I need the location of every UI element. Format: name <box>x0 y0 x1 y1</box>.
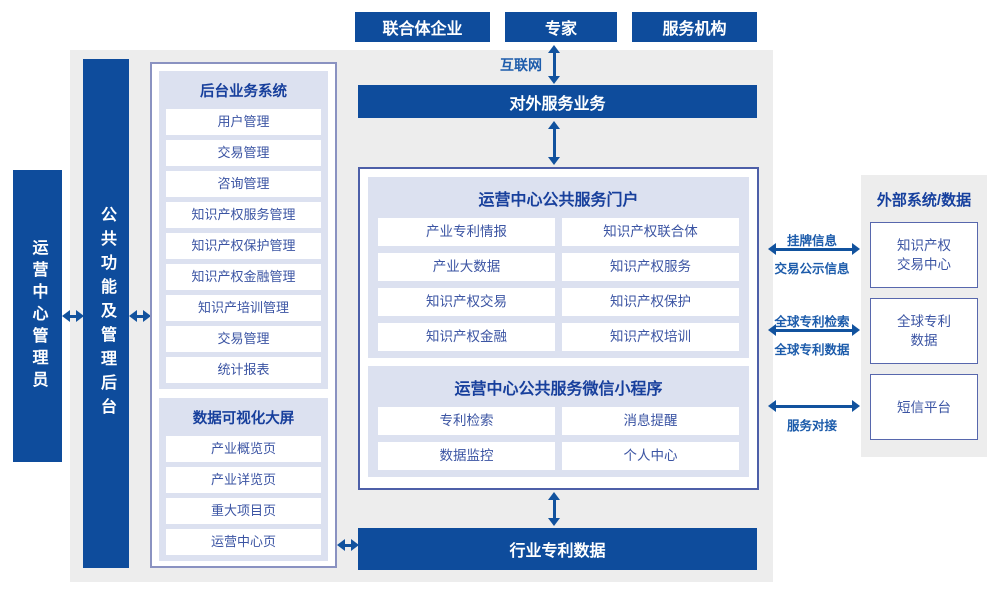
external-service-bar: 对外服务业务 <box>358 85 757 118</box>
actor-label: 联合体企业 <box>382 21 463 38</box>
portal-item: 知识产权服务 <box>562 253 739 281</box>
external-system-box-ip-trade-center: 知识产权 交易中心 <box>870 222 978 288</box>
actor-consortium-enterprises: 联合体企业 <box>355 12 490 42</box>
portal-item: 知识产权联合体 <box>562 218 739 246</box>
public-functions-label: 公共功能及管理后台 <box>98 205 115 422</box>
dataviz-item: 重大项目页 <box>166 498 321 524</box>
portal-item: 产业专利情报 <box>378 218 555 246</box>
backend-item: 咨询管理 <box>166 171 321 197</box>
industry-patent-data-label: 行业专利数据 <box>509 543 606 560</box>
actor-experts: 专家 <box>505 12 617 42</box>
external-systems-panel: 外部系统/数据 知识产权 交易中心 全球专利 数据 短信平台 <box>861 175 987 450</box>
portal-item: 知识产权金融 <box>378 323 555 351</box>
backend-item: 知识产权服务管理 <box>166 202 321 228</box>
miniprogram-item: 个人中心 <box>562 442 739 470</box>
actor-label: 专家 <box>544 21 577 38</box>
external-system-label: 交易中心 <box>897 257 951 272</box>
external-system-box-global-patent-data: 全球专利 数据 <box>870 298 978 364</box>
portal-container: 运营中心公共服务门户 产业专利情报 知识产权联合体 产业大数据 知识产权服务 知… <box>358 167 759 490</box>
dataviz-item: 运营中心页 <box>166 529 321 555</box>
backend-item: 统计报表 <box>166 357 321 383</box>
admin-role-label: 运营中心管理员 <box>29 239 47 393</box>
backend-item: 用户管理 <box>166 109 321 135</box>
portal-title: 运营中心公共服务门户 <box>478 192 639 209</box>
external-system-label: 短信平台 <box>897 399 951 415</box>
backend-container: 后台业务系统 用户管理 交易管理 咨询管理 知识产权服务管理 知识产权保护管理 … <box>150 62 337 568</box>
external-service-label: 对外服务业务 <box>509 95 606 113</box>
miniprogram-panel: 运营中心公共服务微信小程序 专利检索 消息提醒 数据监控 个人中心 <box>368 366 749 477</box>
dataviz-panel: 数据可视化大屏 产业概览页 产业详览页 重大项目页 运营中心页 <box>159 398 328 561</box>
backend-item: 交易管理 <box>166 140 321 166</box>
portal-item: 知识产权培训 <box>562 323 739 351</box>
public-functions-bar: 公共功能及管理后台 <box>83 59 129 568</box>
miniprogram-item: 数据监控 <box>378 442 555 470</box>
connector-internet-arrow <box>548 45 560 84</box>
backend-item: 知识产培训管理 <box>166 295 321 321</box>
backend-item: 交易管理 <box>166 326 321 352</box>
flow-label-global-patent-data: 全球专利数据 <box>774 343 850 357</box>
connector-global-patent-arrow <box>768 324 860 336</box>
connector-trade-center-arrow <box>768 243 860 255</box>
industry-patent-data-bar: 行业专利数据 <box>358 528 757 570</box>
dataviz-title: 数据可视化大屏 <box>192 411 295 427</box>
external-system-label: 全球专利 <box>897 314 951 329</box>
backend-item: 知识产权金融管理 <box>166 264 321 290</box>
flow-label-trade-publicity: 交易公示信息 <box>774 262 850 276</box>
portal-item: 知识产权交易 <box>378 288 555 316</box>
external-system-box-sms-platform: 短信平台 <box>870 374 978 440</box>
external-systems-title: 外部系统/数据 <box>876 192 972 209</box>
external-system-label: 知识产权 <box>897 238 951 253</box>
dataviz-item: 产业详览页 <box>166 467 321 493</box>
external-system-label: 数据 <box>910 333 938 348</box>
flow-label-global-patent-search: 全球专利检索 <box>774 315 850 329</box>
backend-item: 知识产权保护管理 <box>166 233 321 259</box>
admin-role-bar: 运营中心管理员 <box>13 170 62 462</box>
miniprogram-title: 运营中心公共服务微信小程序 <box>454 381 663 398</box>
connector-dataviz-industry-arrow <box>337 539 359 551</box>
connector-portal-industry-arrow <box>548 492 560 526</box>
backend-system-panel: 后台业务系统 用户管理 交易管理 咨询管理 知识产权服务管理 知识产权保护管理 … <box>159 71 328 389</box>
flow-label-service-docking: 服务对接 <box>786 419 837 433</box>
portal-item: 产业大数据 <box>378 253 555 281</box>
portal-panel: 运营中心公共服务门户 产业专利情报 知识产权联合体 产业大数据 知识产权服务 知… <box>368 177 749 358</box>
miniprogram-item: 专利检索 <box>378 407 555 435</box>
miniprogram-item: 消息提醒 <box>562 407 739 435</box>
flow-label-listing-info: 挂牌信息 <box>786 234 837 248</box>
actor-label: 服务机构 <box>662 21 727 38</box>
connector-admin-functions-arrow <box>62 310 84 322</box>
actor-service-agencies: 服务机构 <box>632 12 757 42</box>
connector-service-portal-arrow <box>548 121 560 165</box>
connector-sms-arrow <box>768 400 860 412</box>
internet-label: 互联网 <box>500 57 542 73</box>
dataviz-item: 产业概览页 <box>166 436 321 462</box>
connector-functions-backend-arrow <box>129 310 151 322</box>
portal-item: 知识产权保护 <box>562 288 739 316</box>
backend-system-title: 后台业务系统 <box>200 84 287 100</box>
